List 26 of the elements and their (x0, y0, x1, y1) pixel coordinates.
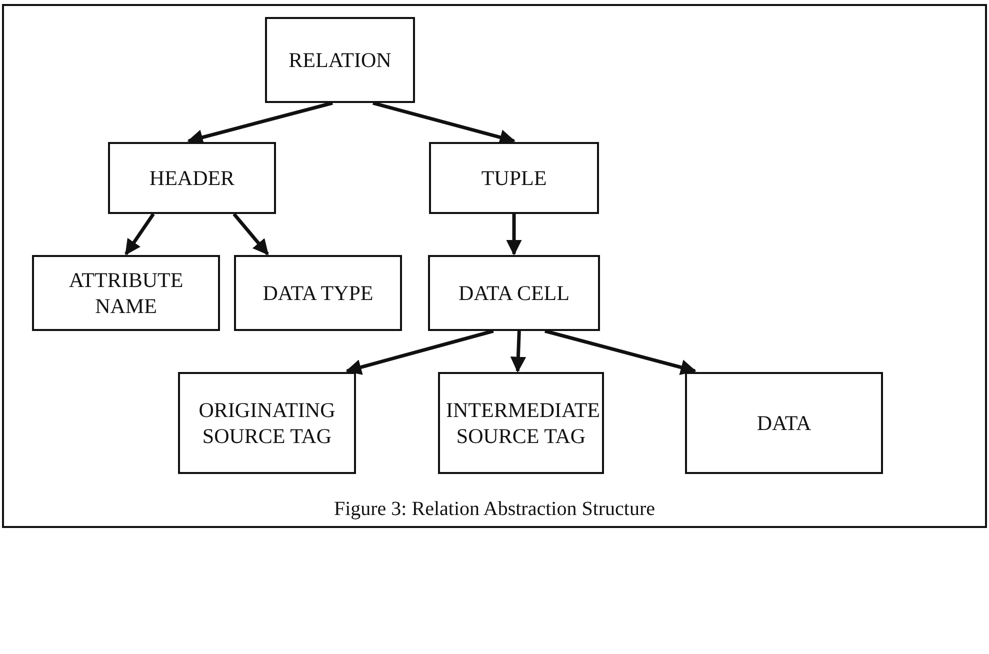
hierarchy-box (32, 255, 220, 331)
figure-caption: Figure 3: Relation Abstraction Structure (332, 498, 656, 521)
box-label: ORIGINATING SOURCE TAG (198, 396, 336, 450)
box-label: RELATION (288, 46, 392, 74)
box-label: DATA CELL (458, 280, 570, 306)
hierarchy-box (428, 255, 600, 331)
arrow (346, 329, 494, 375)
hierarchy-box (178, 372, 356, 474)
arrow (232, 212, 269, 256)
arrow (187, 101, 333, 145)
hierarchy-box (438, 372, 604, 474)
arrow (510, 330, 526, 373)
box-label: TUPLE (481, 164, 547, 192)
arrow (544, 329, 696, 375)
hierarchy-box (108, 142, 276, 214)
arrow (124, 213, 155, 256)
hierarchy-box (429, 142, 599, 214)
arrow (506, 214, 522, 256)
hierarchy-box (685, 372, 883, 474)
box-label: ATTRIBUTE NAME (68, 266, 184, 320)
box-label: DATA TYPE (262, 280, 374, 306)
box-label: DATA (756, 410, 812, 436)
hierarchy-box (234, 255, 402, 331)
arrow (372, 101, 516, 145)
hierarchy-box (265, 17, 415, 103)
box-label: HEADER (149, 164, 235, 192)
